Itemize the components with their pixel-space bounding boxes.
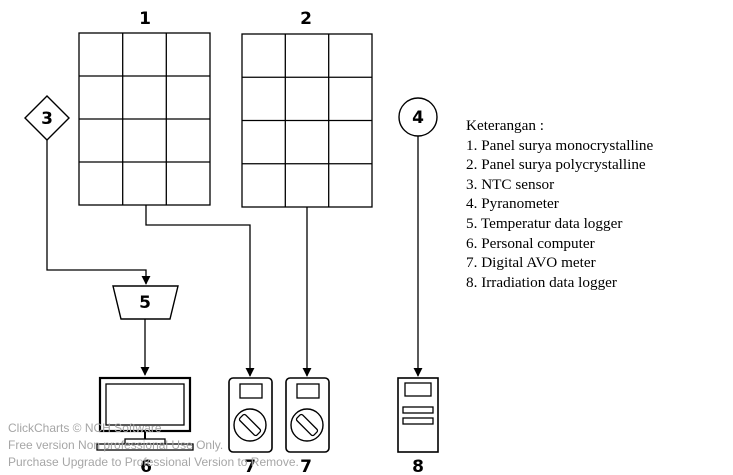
- temperature-logger-trapezoid: [112, 285, 179, 320]
- temperature-logger-label: 5: [139, 293, 151, 313]
- legend-item: 4. Pyranometer: [466, 195, 559, 213]
- avo-meter-icon: [285, 377, 330, 453]
- legend-item: 5. Temperatur data logger: [466, 214, 623, 232]
- irradiation-logger-label: 8: [412, 457, 424, 475]
- watermark-line-3: Purchase Upgrade to Professional Version…: [8, 455, 299, 469]
- avo-meter-2-label: 7: [300, 457, 312, 475]
- panel1-label: 1: [139, 9, 151, 29]
- solar-panel-polycrystalline: [241, 33, 373, 208]
- computer-label: 6: [140, 457, 152, 475]
- ntc-sensor-label: 3: [41, 109, 53, 129]
- legend-title: Keterangan :: [466, 117, 545, 134]
- irradiation-logger-icon: [397, 377, 439, 453]
- watermark-line-1: ClickCharts © NCH Software: [8, 421, 162, 435]
- legend-item: 2. Panel surya polycrystalline: [466, 156, 646, 174]
- legend-item: 3. NTC sensor: [466, 175, 555, 193]
- connector-ntc-to-logger: [46, 140, 151, 285]
- legend: Keterangan : 1. Panel surya monocrystall…: [466, 116, 653, 292]
- watermark-line-2: Free version Non professional Use Only.: [8, 438, 223, 452]
- legend-item: 1. Panel surya monocrystalline: [466, 136, 654, 154]
- legend-item: 8. Irradiation data logger: [466, 273, 617, 291]
- legend-item: 7. Digital AVO meter: [466, 254, 596, 272]
- pyranometer-label: 4: [412, 108, 424, 128]
- solar-panel-monocrystalline: [78, 32, 211, 206]
- connector-panel1-to-avo: [145, 205, 255, 377]
- panel2-label: 2: [300, 9, 312, 29]
- avo-meter-icon: [228, 377, 273, 453]
- legend-item: 6. Personal computer: [466, 234, 595, 252]
- computer-icon: [96, 376, 194, 451]
- avo-meter-1-label: 7: [244, 457, 256, 475]
